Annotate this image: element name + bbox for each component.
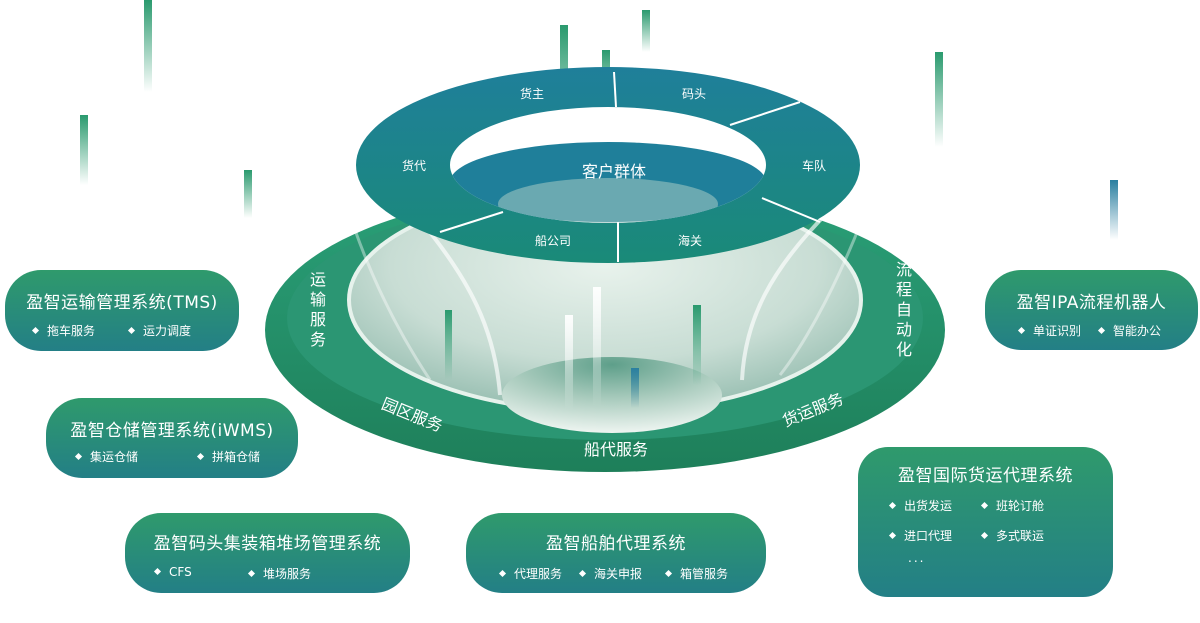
- card-item: 单证识别: [1019, 322, 1081, 339]
- card-title: 盈智码头集装箱堆场管理系统: [153, 534, 382, 554]
- card-item: 运力调度: [129, 322, 191, 339]
- segment-label: 车队: [802, 158, 826, 173]
- card-item: 箱管服务: [666, 565, 728, 582]
- top-ring-labels: 货主 码头 车队 海关 船公司 货代 客户群体: [402, 86, 826, 248]
- card-title: 盈智运输管理系统(TMS): [26, 293, 218, 313]
- right-vertical-label: 流程自动化: [896, 260, 912, 359]
- card-item: 集运仓储: [76, 448, 138, 465]
- card-item: 海关申报: [580, 565, 642, 582]
- card-item: 出货发运: [890, 497, 952, 514]
- card-item: 班轮订舱: [982, 497, 1044, 514]
- card-item: 智能办公: [1099, 322, 1161, 339]
- segment-label: 货代: [402, 158, 426, 173]
- vertical-char: 运: [310, 270, 326, 289]
- card-item: 多式联运: [982, 527, 1044, 544]
- bottom-label-center: 船代服务: [584, 440, 648, 459]
- tms-card[interactable]: 盈智运输管理系统(TMS) 拖车服务 运力调度: [5, 270, 239, 351]
- card-item: 堆场服务: [249, 565, 311, 582]
- top-ring: [356, 67, 860, 263]
- card-item: 拖车服务: [33, 322, 95, 339]
- segment-label: 货主: [520, 86, 544, 101]
- vertical-char: 化: [896, 340, 912, 359]
- iwms-card[interactable]: 盈智仓储管理系统(iWMS) 集运仓储 拼箱仓储: [46, 398, 298, 478]
- card-title: 盈智IPA流程机器人: [1016, 293, 1167, 313]
- vertical-char: 流: [896, 260, 912, 279]
- card-title: 盈智船舶代理系统: [546, 534, 686, 554]
- vertical-char: 自: [896, 300, 912, 319]
- left-vertical-label: 运输服务: [310, 270, 326, 349]
- base-ring: [265, 186, 945, 472]
- ipa-card[interactable]: 盈智IPA流程机器人 单证识别 智能办公: [985, 270, 1198, 350]
- card-item: CFS: [155, 565, 192, 579]
- vertical-char: 服: [310, 310, 326, 329]
- card-item: 拼箱仓储: [198, 448, 260, 465]
- card-title: 盈智国际货运代理系统: [898, 466, 1073, 486]
- yard-card[interactable]: 盈智码头集装箱堆场管理系统 CFS 堆场服务: [125, 513, 410, 593]
- ship-agency-card[interactable]: 盈智船舶代理系统 代理服务 海关申报 箱管服务: [466, 513, 766, 593]
- freight-card[interactable]: 盈智国际货运代理系统 出货发运 班轮订舱 进口代理 多式联运 ...: [858, 447, 1113, 597]
- vertical-char: 程: [896, 280, 912, 299]
- card-item: 进口代理: [890, 527, 952, 544]
- vertical-char: 务: [310, 330, 326, 349]
- segment-label: 船公司: [535, 234, 571, 248]
- vertical-char: 动: [896, 320, 912, 339]
- card-title: 盈智仓储管理系统(iWMS): [70, 421, 274, 441]
- more-indicator: ...: [908, 551, 926, 565]
- card-item: 代理服务: [500, 565, 562, 582]
- segment-label: 海关: [678, 233, 702, 248]
- segment-label: 码头: [682, 87, 706, 101]
- vertical-char: 输: [310, 290, 326, 309]
- center-label: 客户群体: [582, 162, 646, 181]
